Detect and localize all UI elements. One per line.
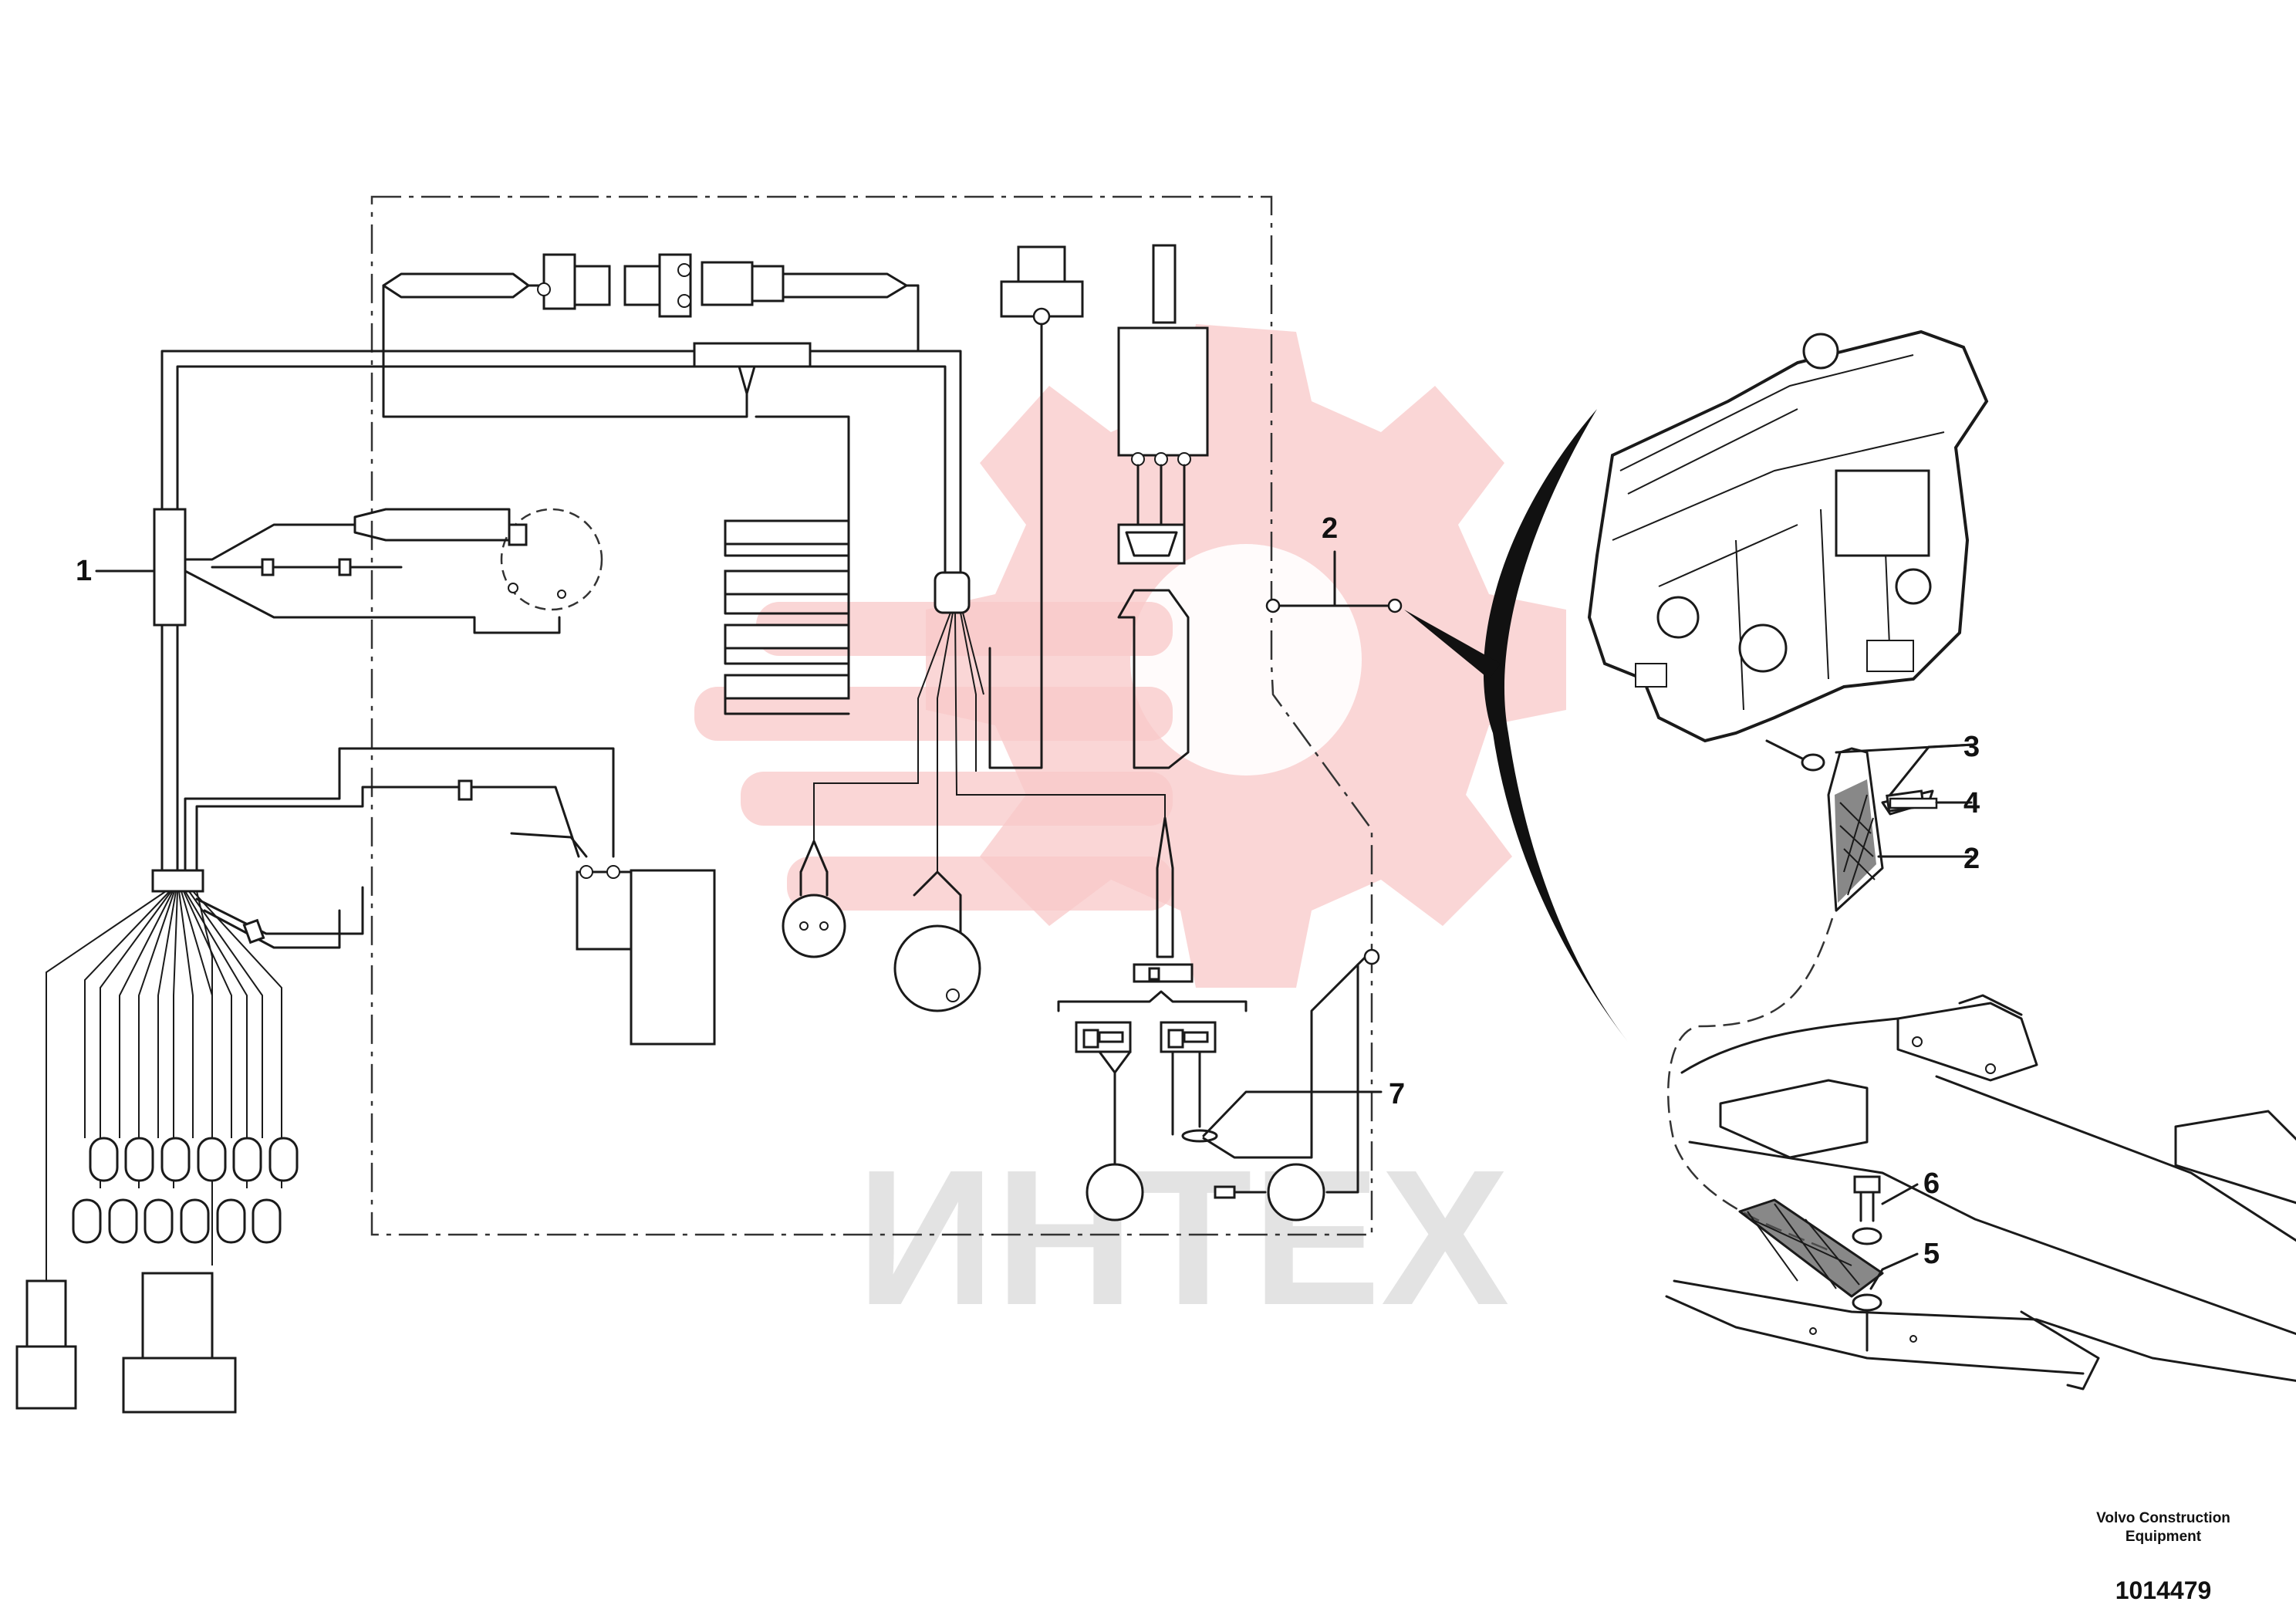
watermark-text: ИНТЕХ: [856, 1130, 1509, 1345]
callout-7: 7: [1389, 1078, 1405, 1110]
engine-boundary: [370, 195, 1373, 1236]
watermark-logo: [694, 324, 1566, 988]
callout-3: 3: [1963, 731, 1980, 763]
callout-6: 6: [1923, 1168, 1940, 1200]
sensor-circle: [353, 508, 603, 611]
frame-illustration: [1665, 994, 2296, 1391]
injector-group: [724, 519, 850, 715]
callout-2-top: 2: [1322, 512, 1338, 545]
leader-lines: [95, 569, 1975, 1290]
callout-4: 4: [1963, 787, 1980, 819]
frame-strap-end: [1738, 1175, 1884, 1352]
ground-strap: [1667, 739, 1938, 1252]
engine-illustration: [1265, 329, 1989, 1042]
callout-2-strap: 2: [1963, 843, 1980, 875]
alternator: [184, 747, 716, 1046]
connector-pair: [1057, 948, 1380, 1222]
brand-line-2: Equipment: [2125, 1529, 2202, 1545]
callout-1: 1: [76, 555, 92, 587]
brand-label: Volvo Construction Equipment: [2078, 1509, 2248, 1546]
top-sensor-row: [382, 253, 920, 353]
splice-fanout: [782, 571, 1194, 1012]
callout-5: 5: [1923, 1238, 1940, 1270]
document-number: 1014479: [2115, 1576, 2212, 1604]
brand-line-1: Volvo Construction: [2096, 1510, 2230, 1526]
harness-fanout: [15, 869, 299, 1414]
starter-relay: [1117, 244, 1209, 769]
pressure-sensor: [988, 245, 1084, 769]
